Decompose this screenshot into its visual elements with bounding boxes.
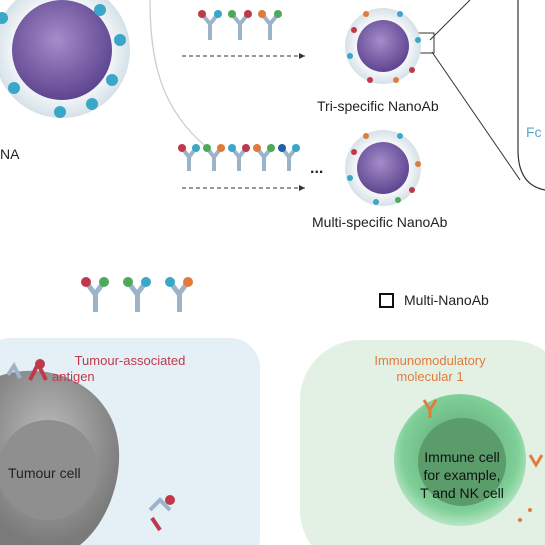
immune-cell-line-3: T and NK cell xyxy=(420,485,504,501)
multi-specific-label: Multi-specific NanoAb xyxy=(312,214,448,230)
fc-fragment-label: Fc xyxy=(526,124,542,140)
immune-cell-line-2: for example, xyxy=(423,467,501,483)
immunomodulatory-line-2: molecular 1 xyxy=(396,369,464,384)
immunomodulatory-molecules xyxy=(422,399,544,522)
tumour-cell-label: Tumour cell xyxy=(8,465,81,481)
tri-specific-nanoparticle xyxy=(345,8,421,84)
zoom-line-bottom xyxy=(431,51,521,181)
antibody-row-2 xyxy=(178,144,300,171)
immune-cell xyxy=(394,394,526,526)
zoom-line-top xyxy=(429,0,471,41)
multi-specific-nanoparticle xyxy=(345,130,421,206)
tri-specific-label: Tri-specific NanoAb xyxy=(317,98,439,114)
ellipsis-label: ... xyxy=(310,160,324,177)
legend-checkbox xyxy=(379,293,394,308)
large-nanoparticle xyxy=(0,0,130,118)
immune-cell-label: Immune cell for example, T and NK cell xyxy=(400,448,524,502)
tumour-antigen-line-1: Tumour-associated xyxy=(74,353,186,368)
tumour-antigen-line-2: antigen xyxy=(52,369,95,384)
immunomodulatory-line-1: Immunomodulatory xyxy=(374,353,486,368)
immunomodulatory-label: Immunomodulatory molecular 1 xyxy=(360,353,500,385)
antibody-row-1 xyxy=(198,10,282,40)
antibody-row-3 xyxy=(81,277,193,312)
tumour-antigen-label: Tumour-associated antigen xyxy=(40,353,220,385)
legend-multi-nanoab: Multi-NanoAb xyxy=(404,292,489,308)
immune-cell-line-1: Immune cell xyxy=(424,449,500,465)
na-fragment-label: NA xyxy=(0,146,20,162)
separator-curve xyxy=(149,0,211,151)
tumour-cell xyxy=(0,370,120,545)
tumour-antigen-antibodies xyxy=(6,359,175,532)
zoom-panel-border xyxy=(517,0,545,191)
